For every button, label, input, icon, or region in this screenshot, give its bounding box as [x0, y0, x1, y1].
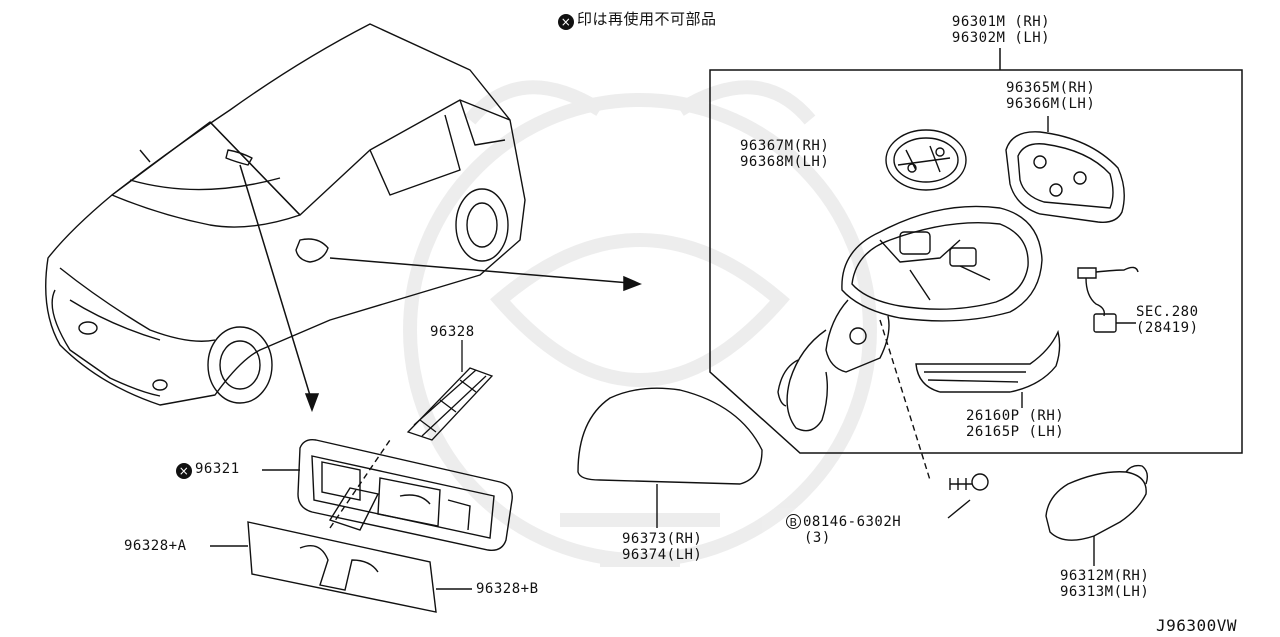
section-ref: (28419) [1136, 320, 1199, 336]
callout-inner-mirror: ×96321 [176, 461, 240, 479]
callout-actuator: 96367M(RH) 96368M(LH) [740, 138, 829, 170]
watermark-emblem [403, 80, 877, 567]
part-number: 26165P (LH) [966, 424, 1065, 440]
callout-clip: 96328 [430, 324, 475, 340]
car-illustration [45, 23, 526, 406]
part-number: 96366M(LH) [1006, 96, 1096, 112]
bolt-part [947, 473, 989, 519]
diagram-code: J96300VW [1156, 616, 1238, 635]
detail-frame [709, 48, 1243, 454]
harness-part [1077, 266, 1139, 333]
part-number: 96368M(LH) [740, 154, 830, 170]
actuator-part [885, 129, 967, 191]
bolt-symbol-icon: B [786, 514, 801, 529]
callout-mirror-assy: 96301M (RH) 96302M (LH) [945, 14, 1057, 46]
callout-inner-cover-a: 96328+A [124, 538, 187, 554]
callout-turn-lamp: 26160P (RH) 26165P (LH) [966, 408, 1064, 440]
mirror-cover-part [577, 387, 763, 528]
callout-sec: SEC.280 (28419) [1136, 304, 1199, 336]
turn-lamp-part [915, 329, 1061, 408]
part-number: 96374(LH) [622, 547, 703, 563]
not-reusable-icon: × [176, 463, 192, 479]
quantity: (3) [804, 530, 831, 546]
part-number: 96373(RH) [622, 531, 703, 547]
part-number: 96302M (LH) [951, 30, 1051, 46]
part-number: 96367M(RH) [740, 138, 830, 154]
inner-mirror-part [262, 438, 513, 551]
leader-lines [239, 164, 642, 413]
clip-part [406, 340, 494, 441]
part-number: 96312M(RH) [1060, 568, 1150, 584]
inner-cover-part [210, 521, 472, 613]
mirror-assembly-part [777, 205, 1043, 481]
part-number: 96365M(RH) [1006, 80, 1096, 96]
callout-inner-cover-b: 96328+B [476, 581, 539, 597]
callout-mirror-glass: 96365M(RH) 96366M(LH) [1006, 80, 1095, 112]
note-text: 印は再使用不可部品 [577, 10, 717, 28]
part-number: 26160P (RH) [966, 408, 1065, 424]
part-number: 96313M(LH) [1060, 584, 1150, 600]
section-ref: SEC.280 [1136, 304, 1199, 320]
part-number: 96321 [195, 461, 240, 477]
part-number: 96301M (RH) [951, 14, 1051, 30]
base-cover-part [1045, 464, 1149, 566]
note-label: ×印は再使用不可部品 [558, 11, 717, 30]
not-reusable-icon: × [558, 14, 574, 30]
callout-base-cover: 96312M(RH) 96313M(LH) [1060, 568, 1149, 600]
part-number: 08146-6302H [803, 514, 902, 530]
mirror-glass-part [1005, 116, 1125, 223]
callout-mirror-cover: 96373(RH) 96374(LH) [622, 531, 702, 563]
